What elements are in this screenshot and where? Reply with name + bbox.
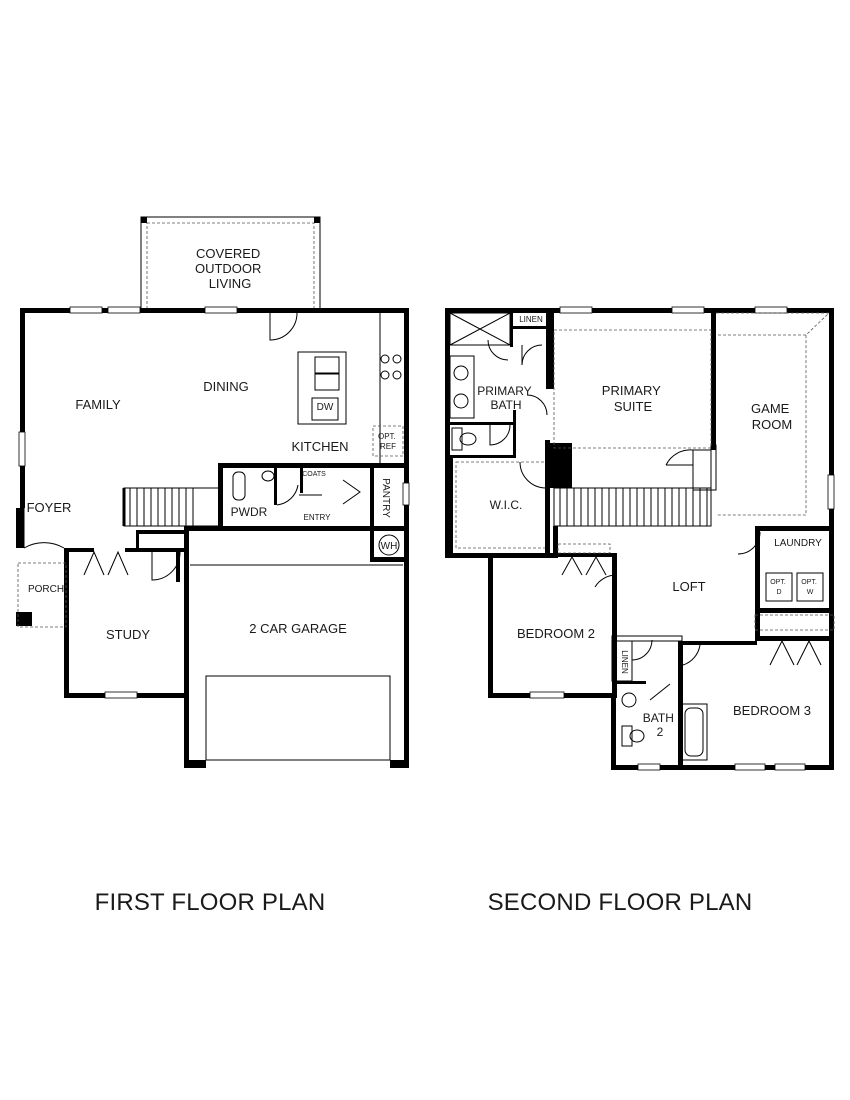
study-label: STUDY	[106, 627, 150, 642]
linen-bottom-label: LINEN	[620, 650, 629, 674]
garage-label: 2 CAR GARAGE	[249, 621, 347, 636]
bedroom-3-label: BEDROOM 3	[733, 703, 811, 718]
opt-d-label: OPT. D	[770, 579, 788, 596]
dining-label: DINING	[203, 379, 249, 394]
coats-label: COATS	[302, 471, 326, 478]
bedroom-2-label: BEDROOM 2	[517, 626, 595, 641]
linen-top-label: LINEN	[519, 315, 543, 324]
game-room-label: GAME ROOM	[751, 401, 793, 432]
primary-suite-label: PRIMARY SUITE	[602, 383, 664, 414]
stairs	[122, 487, 221, 527]
kitchen-island	[297, 351, 347, 425]
opt-washer	[796, 572, 824, 602]
porch-label: PORCH	[28, 584, 64, 595]
second-floor-title: SECOND FLOOR PLAN	[488, 889, 753, 916]
second-floor-plan	[445, 306, 835, 771]
pantry-label: PANTRY	[380, 478, 391, 518]
back-door-swing	[269, 312, 298, 341]
kitchen-label: KITCHEN	[291, 439, 348, 454]
garage-door	[205, 675, 391, 761]
first-floor-plan	[16, 216, 410, 768]
loft-label: LOFT	[672, 579, 705, 594]
second-floor-labels: LINEN PRIMARY BATH PRIMARY SUITE GAME RO…	[477, 315, 822, 739]
dw-label: DW	[317, 402, 334, 413]
first-floor-labels: COVERED OUTDOOR LIVING FAMILY DINING KIT…	[27, 246, 398, 642]
foyer-label: FOYER	[27, 500, 72, 515]
pwdr-label: PWDR	[231, 505, 268, 519]
opt-ref-space	[372, 425, 404, 457]
window	[69, 306, 103, 314]
study-double-door	[83, 550, 105, 576]
bath-2-label: BATH 2	[643, 711, 677, 739]
opt-dryer	[765, 572, 793, 602]
opt-w-label: OPT. W	[801, 579, 819, 596]
chase	[550, 443, 572, 488]
opt-ref-label: OPT. REF	[378, 432, 398, 451]
bathtub	[680, 703, 708, 761]
wh-label: WH	[381, 541, 398, 552]
entry-label: ENTRY	[304, 513, 332, 522]
water-heater	[378, 534, 400, 556]
primary-bath-label: PRIMARY BATH	[477, 384, 535, 412]
laundry-label: LAUNDRY	[774, 538, 822, 549]
covered-outdoor-living-label: COVERED OUTDOOR LIVING	[195, 246, 265, 291]
porch-outline	[17, 562, 67, 628]
first-floor-title: FIRST FLOOR PLAN	[95, 889, 326, 916]
wic-label: W.I.C.	[490, 498, 523, 512]
exterior-wall	[445, 308, 834, 313]
family-label: FAMILY	[75, 397, 121, 412]
stairs	[553, 487, 712, 527]
